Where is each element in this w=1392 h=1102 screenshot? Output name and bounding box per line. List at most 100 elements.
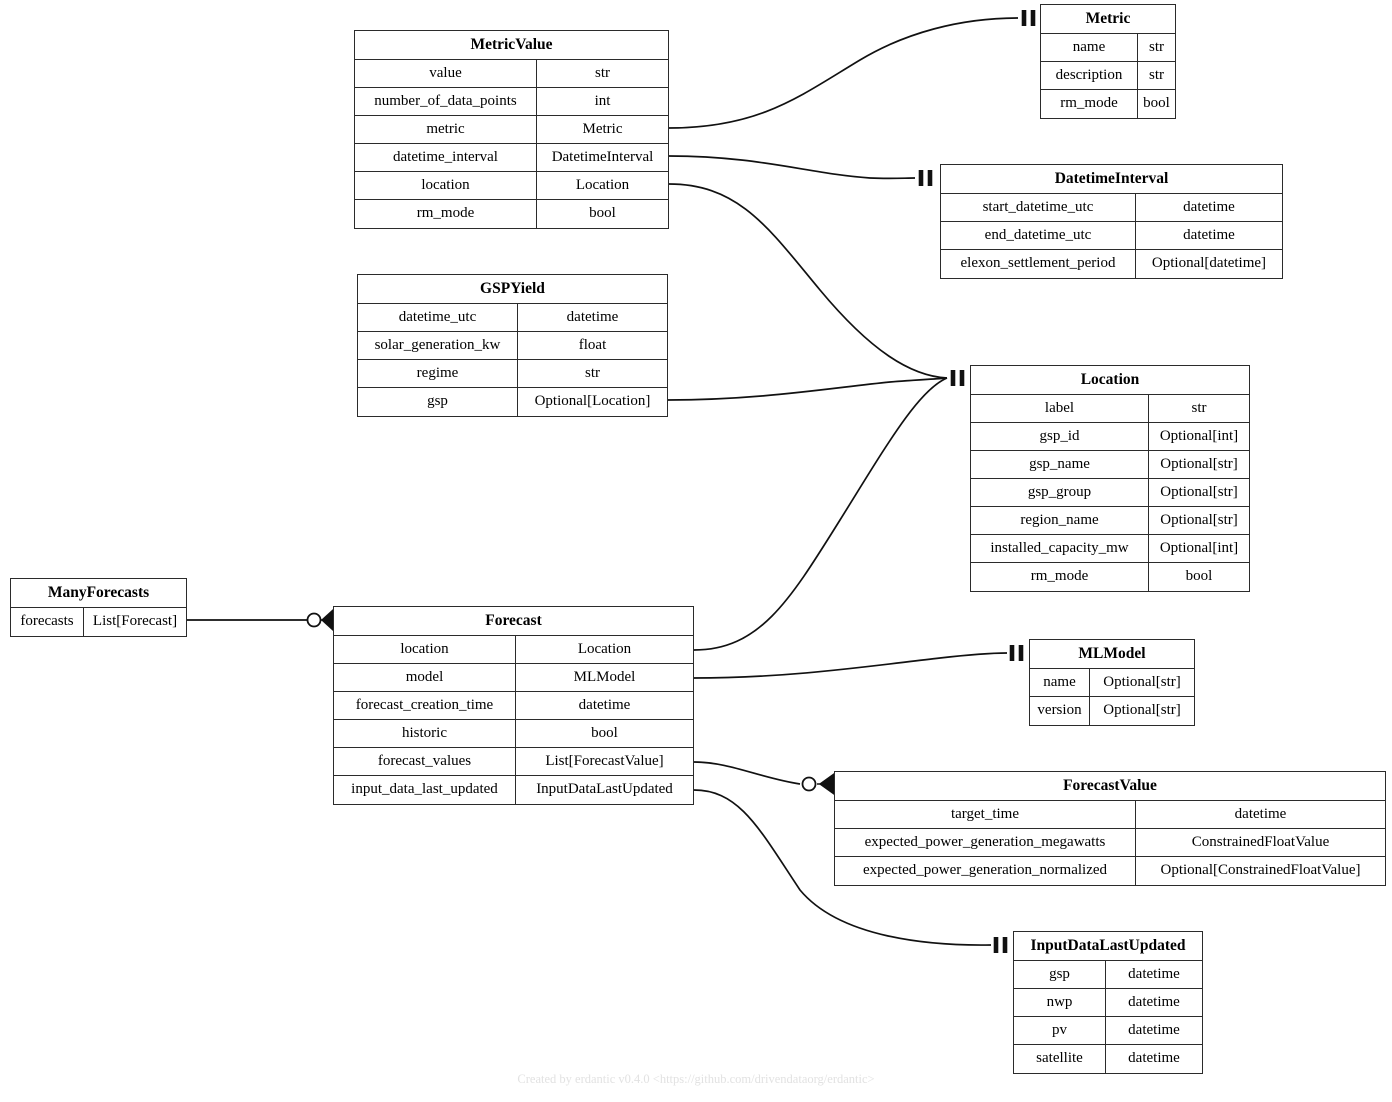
field-name: expected_power_generation_normalized: [835, 857, 1136, 885]
field-type: Location: [575, 177, 630, 193]
field-name: description: [1041, 62, 1138, 89]
field-type: bool: [1143, 95, 1170, 111]
field-type: str: [585, 365, 600, 381]
entity-title-location: Location: [971, 366, 1249, 395]
entity-field-row: region_name Optional[str]: [971, 507, 1249, 535]
field-name: rm_mode: [355, 200, 537, 228]
entity-title-metricvalue: MetricValue: [355, 31, 668, 60]
field-type: MLModel: [573, 669, 636, 685]
field-name: satellite: [1014, 1045, 1106, 1073]
field-name: nwp: [1014, 989, 1106, 1016]
field-name: datetime_interval: [355, 144, 537, 171]
entity-field-row: description str: [1041, 62, 1175, 90]
field-type: Metric: [582, 121, 623, 137]
edge-metricvalue-datetimeinterval: [668, 155, 916, 180]
field-type: bool: [1185, 568, 1213, 584]
field-type: datetime: [1183, 199, 1235, 215]
edge-metricvalue-metric: [668, 17, 1019, 129]
field-type: Optional[str]: [1160, 512, 1238, 528]
field-name: pv: [1014, 1017, 1106, 1044]
field-name: expected_power_generation_megawatts: [835, 829, 1136, 856]
field-name: rm_mode: [971, 563, 1149, 591]
field-type: Optional[Location]: [534, 393, 651, 409]
field-name: historic: [334, 720, 516, 747]
field-type: DatetimeInterval: [551, 149, 654, 165]
field-type: str: [595, 65, 610, 81]
field-type: str: [1191, 400, 1207, 416]
field-name: number_of_data_points: [355, 88, 537, 115]
entity-title-manyforecasts: ManyForecasts: [11, 579, 186, 608]
field-type: float: [578, 337, 607, 353]
field-name: target_time: [835, 801, 1136, 828]
field-type: ConstrainedFloatValue: [1191, 834, 1330, 850]
field-name: datetime_utc: [358, 304, 518, 331]
field-type: Optional[datetime]: [1151, 255, 1267, 271]
field-type: InputDataLastUpdated: [536, 781, 673, 797]
entity-field-row: rm_mode bool: [971, 563, 1249, 591]
field-name: region_name: [971, 507, 1149, 534]
field-name: model: [334, 664, 516, 691]
field-name: name: [1030, 669, 1090, 696]
field-type: datetime: [1234, 806, 1287, 822]
field-name: value: [355, 60, 537, 87]
field-type: datetime: [1128, 966, 1180, 982]
entity-field-row: expected_power_generation_normalized Opti…: [835, 857, 1385, 885]
entity-title-forecastvalue: ForecastValue: [835, 772, 1385, 801]
field-type: str: [1149, 67, 1164, 83]
entity-title-mlmodel: MLModel: [1030, 640, 1194, 669]
marker-one-and-only-one-datetimeinterval: [918, 170, 933, 186]
field-type: datetime: [578, 697, 631, 713]
field-name: regime: [358, 360, 518, 387]
field-name: input_data_last_updated: [334, 776, 516, 804]
entity-field-row: model MLModel: [334, 664, 693, 692]
entity-field-row: expected_power_generation_megawatts Const…: [835, 829, 1385, 857]
field-name: forecast_creation_time: [334, 692, 516, 719]
marker-one-and-only-one-location: [950, 370, 965, 386]
entity-title-datetimeinterval: DatetimeInterval: [941, 165, 1282, 194]
field-type: Optional[int]: [1159, 540, 1239, 556]
field-name: start_datetime_utc: [941, 194, 1136, 221]
field-name: solar_generation_kw: [358, 332, 518, 359]
edge-gspyield-location: [667, 377, 948, 401]
entity-field-row: input_data_last_updated InputDataLastUpda…: [334, 776, 693, 804]
field-type: datetime: [1128, 1022, 1180, 1038]
entity-field-row: forecast_creation_time datetime: [334, 692, 693, 720]
entity-title-forecast: Forecast: [334, 607, 693, 636]
field-type: Optional[ConstrainedFloatValue]: [1160, 862, 1361, 878]
entity-field-row: pv datetime: [1014, 1017, 1202, 1045]
field-name: end_datetime_utc: [941, 222, 1136, 249]
field-name: location: [355, 172, 537, 199]
field-type: str: [1149, 39, 1164, 55]
entity-field-row: regime str: [358, 360, 667, 388]
marker-zero-or-more-forecastvalue: [801, 772, 835, 796]
field-type: bool: [591, 725, 618, 741]
edge-metricvalue-location: [668, 183, 948, 379]
entity-field-row: location Location: [355, 172, 668, 200]
marker-one-and-only-one-mlmodel: [1009, 645, 1024, 661]
